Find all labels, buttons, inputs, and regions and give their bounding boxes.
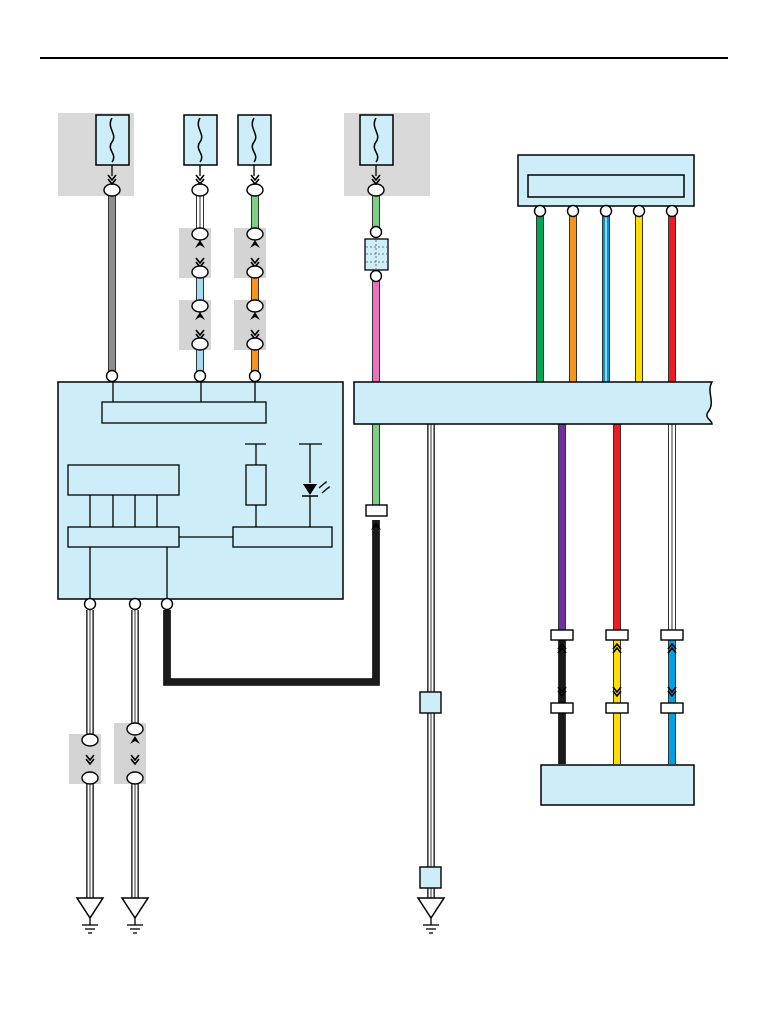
arrow-down-icon [371, 174, 381, 186]
terminal-pin [665, 204, 679, 218]
terminal-pin [191, 183, 209, 197]
arrow-up-icon [195, 240, 205, 248]
connector-icon [660, 702, 684, 714]
terminal-pin [191, 265, 209, 279]
arrow-up-icon [130, 736, 140, 744]
terminal-pin [193, 369, 207, 383]
connector-icon [550, 702, 574, 714]
ground-icon [416, 897, 446, 934]
splice-icon [419, 866, 442, 889]
fuse-icon [183, 114, 218, 176]
connector-icon [605, 702, 629, 714]
arrow-down-icon [612, 686, 622, 698]
junction-connector [364, 238, 389, 271]
arrow-up-icon [612, 642, 622, 654]
terminal-pin [533, 204, 547, 218]
resistor-icon [245, 443, 267, 527]
terminal-pin [566, 204, 580, 218]
wire-module-black-loop [163, 520, 380, 686]
arrow-down-icon [557, 686, 567, 698]
terminal-pin [81, 771, 99, 785]
arrow-down-icon [85, 754, 95, 766]
arrow-up-icon [250, 240, 260, 248]
terminal-pin [191, 337, 209, 351]
arrow-up-icon [250, 312, 260, 320]
terminal-pin [246, 183, 264, 197]
terminal-pin [246, 299, 264, 313]
arrow-down-icon [130, 754, 140, 766]
fuse-panels [58, 113, 430, 196]
arrow-up-icon [195, 312, 205, 320]
terminal-pin [369, 269, 383, 283]
terminal-pin [81, 733, 99, 747]
terminal-pin [126, 722, 144, 736]
arrow-up-icon [667, 642, 677, 654]
terminal-pin [105, 369, 119, 383]
terminal-pin [103, 183, 121, 197]
terminal-pin [367, 183, 385, 197]
connector-icon [365, 504, 388, 517]
main-control-module [57, 381, 344, 600]
led-icon [299, 443, 330, 527]
terminal-pin [246, 337, 264, 351]
fuse-icon [95, 114, 130, 176]
wire-harness-bus [353, 381, 714, 425]
arrow-down-icon [107, 174, 117, 186]
terminal-pin [128, 597, 142, 611]
terminal-pin [191, 299, 209, 313]
connector-icon [605, 629, 629, 641]
arrow-down-icon [667, 686, 677, 698]
terminal-pin [632, 204, 646, 218]
terminal-pin [246, 227, 264, 241]
top-right-component [517, 154, 695, 207]
fuse-icon [359, 114, 394, 176]
splice-icon [419, 691, 442, 714]
terminal-pin [83, 597, 97, 611]
bottom-right-component [540, 764, 695, 806]
arrow-down-icon [195, 174, 205, 186]
connector-icon [550, 629, 574, 641]
ground-icon [75, 897, 105, 934]
terminal-pin [369, 225, 383, 239]
terminal-pin [248, 369, 262, 383]
terminal-pin [191, 227, 209, 241]
terminal-pin [126, 771, 144, 785]
terminal-pin [160, 597, 174, 611]
arrow-down-icon [250, 174, 260, 186]
arrow-up-icon [371, 522, 381, 530]
terminal-pin [246, 265, 264, 279]
terminal-pin [599, 204, 613, 218]
connector-icon [660, 629, 684, 641]
ground-icon [120, 897, 150, 934]
arrow-up-icon [557, 642, 567, 654]
fuse-icon [237, 114, 272, 176]
